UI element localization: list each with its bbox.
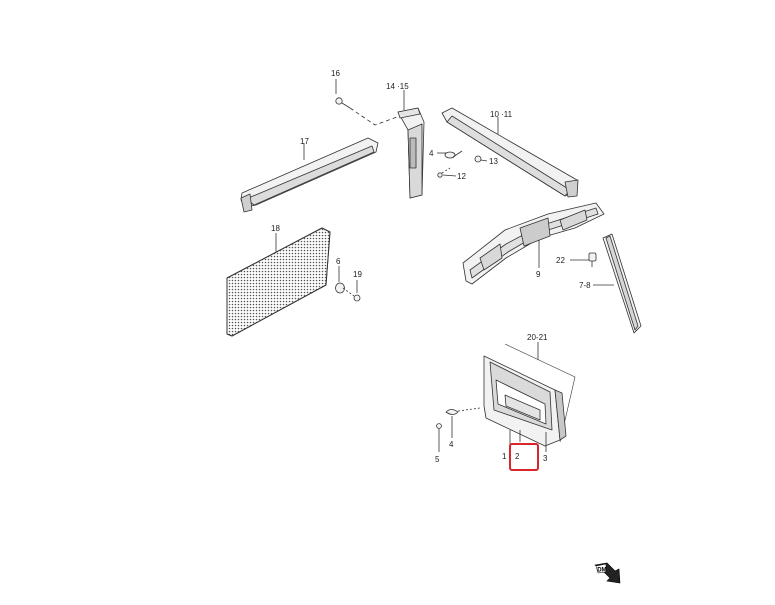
label-part-10-11: 10 ·11: [490, 110, 513, 119]
pillar-trim-part-10-11: [441, 107, 579, 198]
fasteners-upper: [437, 150, 488, 178]
direction-arrow-logo: DM: [593, 561, 623, 585]
label-part-4-upper: 4: [429, 149, 434, 158]
label-part-7-8: 7-8: [579, 281, 591, 290]
label-part-5: 5: [435, 455, 440, 464]
label-part-17: 17: [300, 137, 309, 146]
label-part-6: 6: [336, 257, 341, 266]
label-part-19: 19: [353, 270, 362, 279]
box-part-20-21: [483, 342, 576, 447]
quarter-trim-part-9: [462, 202, 605, 285]
label-part-2[interactable]: 2: [515, 452, 520, 461]
label-part-14-15: 14 ·15: [386, 82, 409, 91]
mesh-panel-part-18: [226, 227, 331, 337]
label-part-1: 1: [502, 452, 507, 461]
strip-part-7-8: [593, 233, 642, 334]
bracket-part-14-15: [397, 90, 425, 199]
label-part-3: 3: [543, 454, 548, 463]
label-part-16: 16: [331, 69, 340, 78]
label-part-20-21: 20-21: [527, 333, 548, 342]
fasteners-mid-left: [335, 266, 361, 302]
label-part-12: 12: [457, 172, 466, 181]
label-part-4-lower: 4: [449, 440, 454, 449]
label-part-13: 13: [489, 157, 498, 166]
screw-part-16: [335, 79, 351, 109]
clip-part-22: [570, 252, 597, 267]
label-part-18: 18: [271, 224, 280, 233]
highlight-part-2[interactable]: [509, 443, 539, 471]
label-part-9: 9: [536, 270, 541, 279]
arrow-icon: DM: [594, 562, 621, 584]
rail-part-17: [240, 137, 379, 213]
label-part-22: 22: [556, 256, 565, 265]
logo-text: DM: [597, 568, 606, 574]
